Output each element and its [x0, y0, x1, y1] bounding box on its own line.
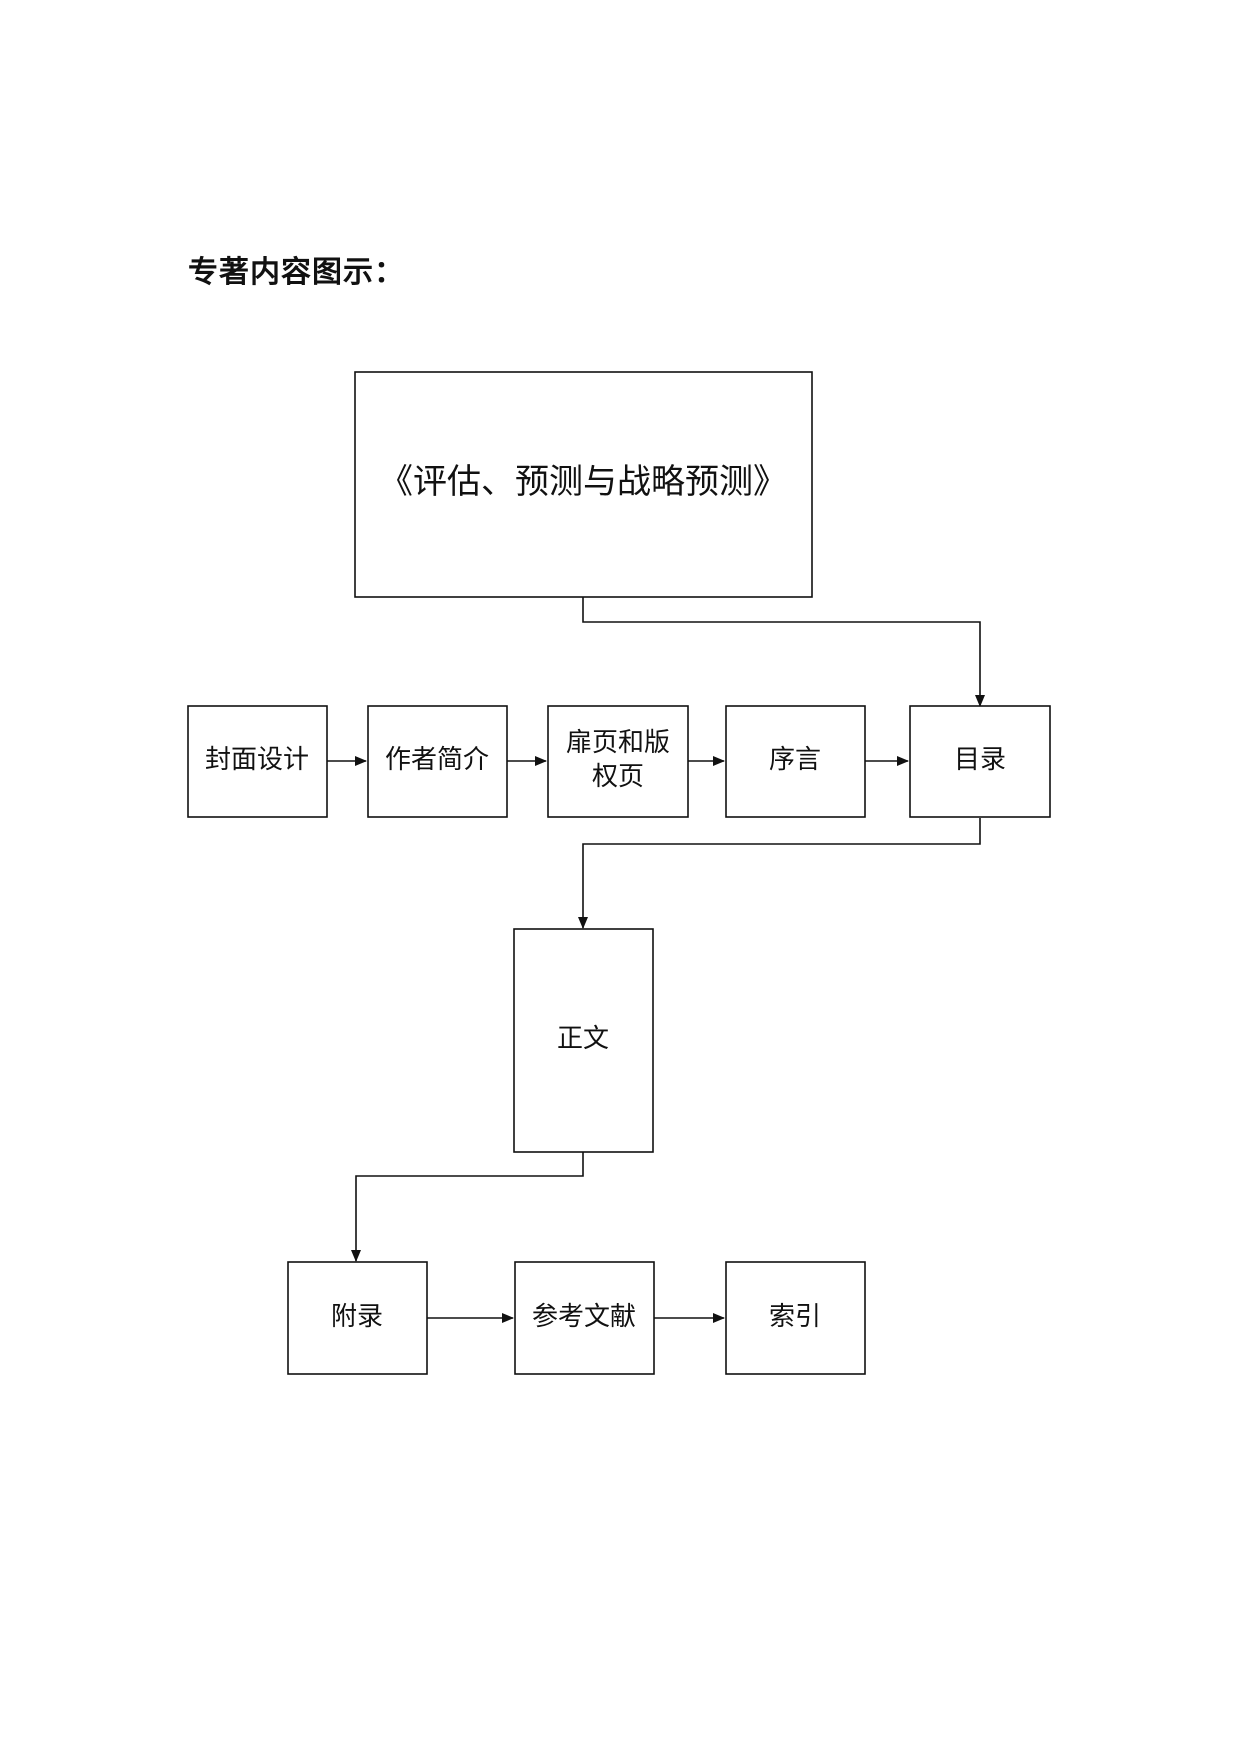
edge-title-to-toc: [582, 597, 985, 707]
node-appendix-label: 附录: [331, 1302, 383, 1332]
node-toc-label: 目录: [954, 745, 1006, 775]
edge-body-to-appendix: [351, 1152, 584, 1262]
node-flyleaf-label-line1: 扉页和版: [566, 728, 670, 758]
node-preface: 序言: [725, 705, 866, 818]
node-flyleaf: 扉页和版 权页: [547, 705, 689, 818]
node-appendix: 附录: [287, 1261, 428, 1375]
node-title-label: 《评估、预测与战略预测》: [379, 462, 787, 502]
node-index-label: 索引: [769, 1302, 821, 1332]
node-body-label: 正文: [557, 1024, 609, 1054]
node-author-label: 作者简介: [385, 745, 489, 775]
node-cover: 封面设计: [187, 705, 328, 818]
node-references-label: 参考文献: [532, 1302, 636, 1332]
node-references: 参考文献: [514, 1261, 655, 1375]
node-preface-label: 序言: [769, 745, 821, 775]
node-title: 《评估、预测与战略预测》: [354, 371, 813, 598]
edge-toc-to-body: [578, 818, 981, 929]
node-flyleaf-label-line2: 权页: [592, 762, 644, 792]
node-toc: 目录: [909, 705, 1051, 818]
node-author: 作者简介: [367, 705, 508, 818]
node-body: 正文: [513, 928, 654, 1153]
node-cover-label: 封面设计: [205, 745, 309, 775]
node-index: 索引: [725, 1261, 866, 1375]
page-heading: 专著内容图示：: [188, 255, 405, 290]
